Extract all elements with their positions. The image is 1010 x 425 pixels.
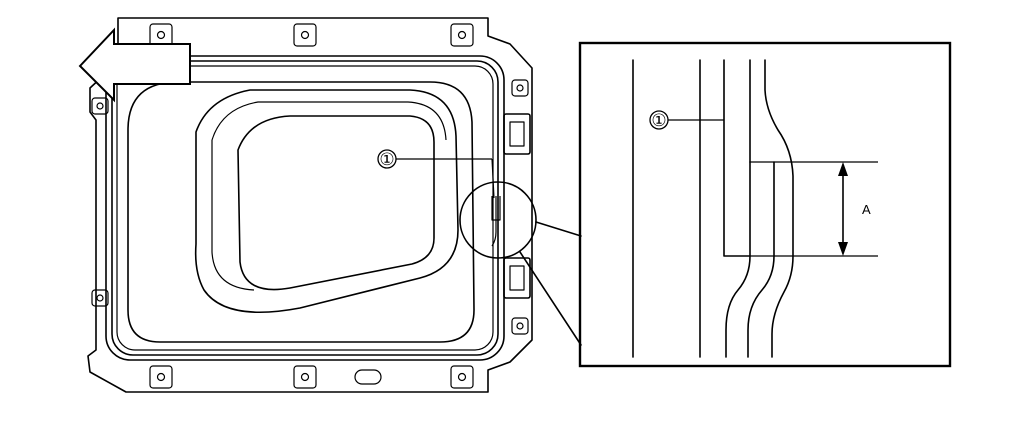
panel-boss-top	[237, 115, 435, 291]
detail-frame	[578, 41, 952, 368]
dimension-label: A	[862, 202, 871, 217]
panel-boss-outer	[194, 89, 459, 314]
panel-rim-inner	[116, 65, 494, 351]
part-callout-detail: ①	[649, 110, 724, 130]
right-side-brackets	[503, 79, 531, 335]
part-callout-main: ①	[377, 149, 495, 199]
detail-seal	[723, 59, 751, 257]
panel-rim-middle	[111, 60, 499, 356]
panel-outer-flange	[87, 17, 533, 393]
detail-panel-edge-1	[764, 59, 794, 358]
detail-view: A ①	[578, 41, 952, 368]
top-mounting-holes	[149, 23, 474, 47]
detail-panel-edge-2	[747, 161, 775, 358]
panel-boss-step	[211, 101, 447, 141]
left-mounting-holes	[91, 97, 109, 307]
panel-rim-outer	[105, 55, 505, 361]
front-direction-arrow-icon	[78, 27, 191, 103]
panel-boss-step-lower	[211, 140, 255, 291]
seal-section-mini	[491, 196, 501, 247]
panel-basin	[127, 81, 475, 343]
part-callout-detail-label: ①	[651, 111, 666, 130]
part-callout-main-label: ①	[379, 150, 394, 169]
bottom-mounting-holes	[149, 365, 474, 389]
detail-magnifier	[459, 181, 582, 346]
